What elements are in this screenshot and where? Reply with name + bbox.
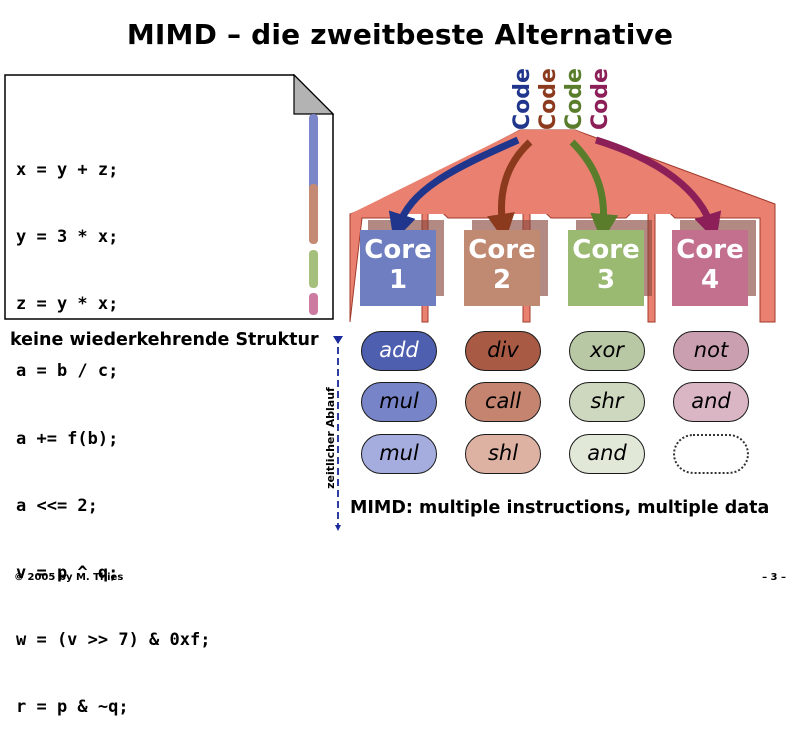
code-line: a = b / c; [16,361,119,382]
arrow-core-1 [388,136,520,242]
code-line: w = (v >> 7) & 0xf; [16,630,211,651]
cores-background-top [350,130,775,214]
code-label-4: Code [588,68,613,130]
core-1: Core 1 [360,230,436,306]
core-label: Core [676,235,744,265]
code-line: a += f(b); [16,428,119,449]
page-title: MIMD – die zweitbeste Alternative [126,18,674,51]
footer-copyright: © 2005 by M. Thies [14,572,124,583]
instruction-core3-1: xor [569,331,645,371]
code-label-3: Code [562,68,587,130]
code-marker-4 [309,293,318,315]
code-line: x = y + z; [16,159,119,180]
code-marker-3 [309,250,318,288]
instruction-core3-2: shr [569,382,645,422]
core-4: Core 4 [672,230,748,306]
instruction-core4-empty [673,434,749,474]
code-label-2: Code [536,68,561,130]
core-label: Core [572,235,640,265]
instruction-core2-3: shl [465,434,541,474]
instruction-core4-2: and [673,382,749,422]
code-line: r = p & ~q; [16,697,129,718]
arrow-core-3 [569,139,619,242]
mimd-caption: MIMD: multiple instructions, multiple da… [350,498,770,518]
instruction-core1-2: mul [361,382,437,422]
instruction-core1-1: add [361,331,437,371]
code-line: a <<= 2; [16,495,98,516]
arrow-core-4 [594,136,722,242]
core-3: Core 3 [568,230,644,306]
instruction-core2-2: call [465,382,541,422]
core-2: Core 2 [464,230,540,306]
core-number: 3 [596,265,616,295]
code-page [4,74,334,320]
time-axis-label: zeitlicher Ablauf [324,387,337,489]
code-line: z = y * x; [16,294,119,315]
code-caption: keine wiederkehrende Struktur [10,330,319,350]
core-number: 4 [700,265,720,295]
core-label: Core [364,235,432,265]
code-line: v = p ^ q; [16,563,119,584]
arrow-core-2 [487,139,533,242]
time-axis-start [333,336,343,344]
code-line: y = 3 * x; [16,227,119,248]
footer-page-number: – 3 – [762,572,786,583]
instruction-core4-1: not [673,331,749,371]
core-number: 2 [492,265,512,295]
instruction-core2-1: div [465,331,541,371]
core-label: Core [468,235,536,265]
core-number: 1 [388,265,408,295]
instruction-core3-3: and [569,434,645,474]
code-label-1: Code [510,68,535,130]
code-marker-2 [309,184,318,244]
instruction-core1-3: mul [361,434,437,474]
